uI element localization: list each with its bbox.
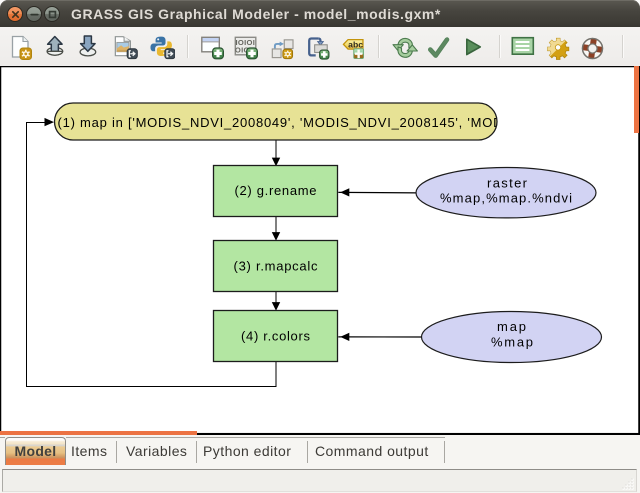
svg-text:%map: %map [491, 335, 533, 350]
svg-text:(1) map in ['MODIS_NDVI_200804: (1) map in ['MODIS_NDVI_2008049', 'MODIS… [58, 115, 503, 130]
svg-text:(3) r.mapcalc: (3) r.mapcalc [234, 259, 319, 274]
svg-text:%map,%map.%ndvi: %map,%map.%ndvi [440, 191, 572, 206]
svg-text:raster: raster [487, 176, 528, 191]
svg-text:map: map [497, 319, 526, 334]
svg-text:(4) r.colors: (4) r.colors [241, 329, 311, 344]
svg-text:IOIOI: IOIOI [235, 38, 255, 47]
svg-text:abc: abc [348, 40, 363, 50]
svg-text:(2) g.rename: (2) g.rename [235, 183, 317, 198]
svg-text:OIO: OIO [235, 45, 250, 54]
